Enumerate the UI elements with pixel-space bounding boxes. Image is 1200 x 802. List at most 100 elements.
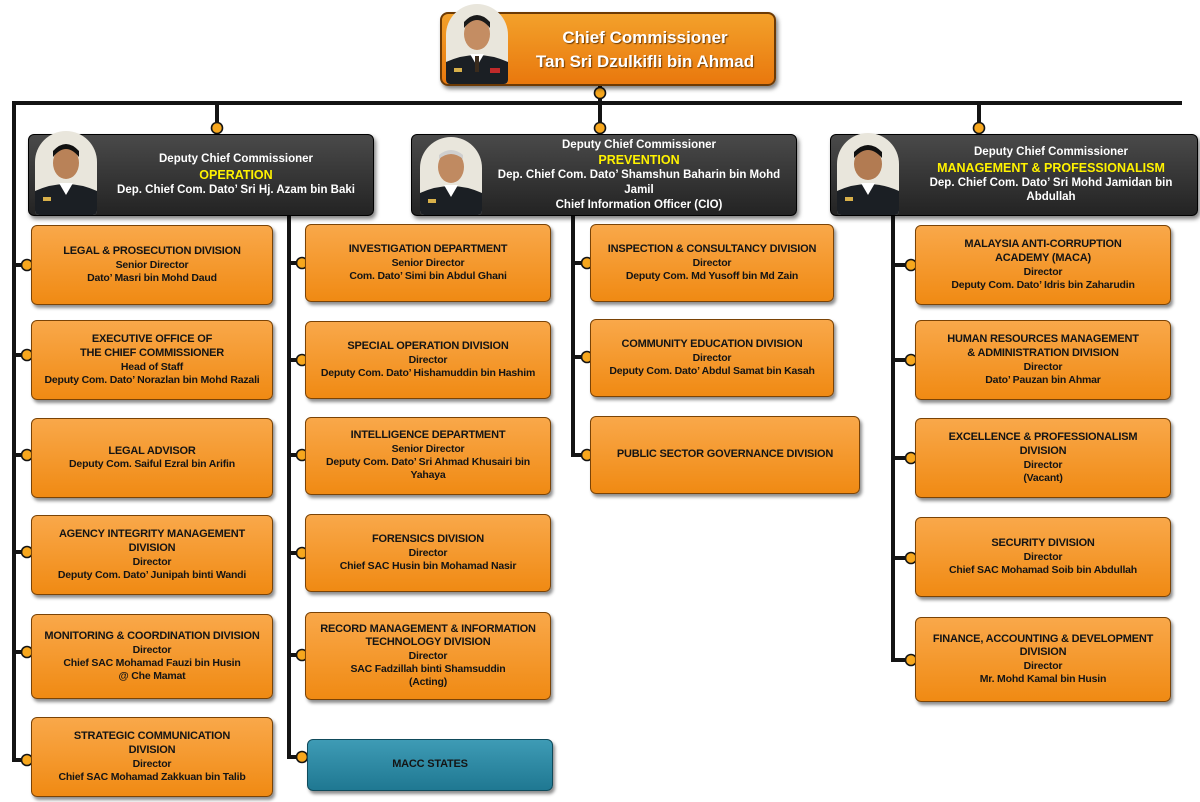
deputy-title: Deputy Chief Commissioner	[159, 153, 313, 166]
division-role: Director	[1023, 360, 1063, 373]
division-role: Director	[408, 353, 448, 366]
chief-name: Tan Sri Dzulkifli bin Ahmad	[535, 52, 755, 71]
division-head: Deputy Com. Dato’ Norazlan bin Mohd Raza…	[44, 373, 260, 386]
division-title: INVESTIGATION DEPARTMENT	[348, 243, 508, 255]
division-role: Director	[692, 256, 732, 269]
division-role: Senior Director	[391, 256, 465, 269]
deputy-title: Deputy Chief Commissioner	[562, 138, 716, 151]
deputy-dept: MANAGEMENT & PROFESSIONALISM	[937, 160, 1165, 175]
division-role: Director	[408, 546, 448, 559]
deputy-title: Deputy Chief Commissioner	[974, 145, 1128, 158]
division-head: Dato’ Masri bin Mohd Daud	[87, 271, 217, 284]
division-role: Director	[692, 351, 732, 364]
division-title: EXECUTIVE OFFICE OF THE CHIEF COMMISSION…	[79, 333, 225, 359]
division-head: Dato’ Pauzan bin Ahmar	[985, 373, 1101, 386]
division-title: FORENSICS DIVISION	[372, 533, 484, 545]
division-title: HUMAN RESOURCES MANAGEMENT & ADMINISTRAT…	[947, 333, 1139, 359]
officer-portrait-icon	[420, 137, 482, 215]
division-role: Senior Director	[115, 258, 189, 271]
division-head: Mr. Mohd Kamal bin Husin	[979, 673, 1107, 686]
division-title: MALAYSIA ANTI-CORRUPTION ACADEMY (MACA)	[964, 238, 1122, 264]
division-title: COMMUNITY EDUCATION DIVISION	[621, 338, 803, 350]
division-head: Deputy Com. Dato’ Junipah binti Wandi	[57, 568, 247, 581]
division-title: SPECIAL OPERATION DIVISION	[347, 340, 509, 352]
division-title: AGENCY INTEGRITY MANAGEMENT DIVISION	[58, 528, 246, 554]
deputy-dept: PREVENTION	[598, 153, 680, 168]
division-box-excellence-professionalism[interactable]: EXCELLENCE & PROFESSIONALISM DIVISION Di…	[915, 418, 1171, 498]
deputy-extra-role: Chief Information Officer (CIO)	[555, 198, 723, 211]
officer-portrait-icon	[35, 131, 97, 215]
division-role: Director	[132, 757, 172, 770]
deputy-box-operation[interactable]: Deputy Chief Commissioner OPERATION Dep.…	[28, 131, 374, 216]
division-title: FINANCE, ACCOUNTING & DEVELOPMENT DIVISI…	[932, 632, 1154, 659]
deputy-box-management[interactable]: Deputy Chief Commissioner MANAGEMENT & P…	[830, 133, 1198, 216]
division-box-macc-states[interactable]: MACC STATES	[307, 739, 553, 791]
division-head: Chief SAC Husin bin Mohamad Nasir	[339, 559, 517, 572]
deputy-dept: OPERATION	[199, 168, 273, 182]
division-box-finance-accounting[interactable]: FINANCE, ACCOUNTING & DEVELOPMENT DIVISI…	[915, 617, 1171, 702]
division-box-inspection-consultancy[interactable]: INSPECTION & CONSULTANCY DIVISION Direct…	[590, 224, 834, 302]
division-role: Director	[132, 555, 172, 568]
division-title: RECORD MANAGEMENT & INFORMATION TECHNOLO…	[320, 622, 536, 649]
division-title: EXCELLENCE & PROFESSIONALISM DIVISION	[948, 431, 1138, 457]
deputy-name: Dep. Chief Com. Dato’ Shamshun Baharin b…	[497, 169, 781, 196]
division-box-public-sector-governance[interactable]: PUBLIC SECTOR GOVERNANCE DIVISION	[590, 416, 860, 494]
division-box-human-resources[interactable]: HUMAN RESOURCES MANAGEMENT & ADMINISTRAT…	[915, 320, 1171, 400]
division-head: Chief SAC Mohamad Fauzi bin Husin @ Che …	[63, 656, 241, 682]
division-box-maca[interactable]: MALAYSIA ANTI-CORRUPTION ACADEMY (MACA) …	[915, 225, 1171, 305]
connector-dot	[210, 121, 224, 135]
chief-commissioner-box[interactable]: Chief Commissioner Tan Sri Dzulkifli bin…	[440, 4, 776, 86]
division-box-forensics[interactable]: FORENSICS DIVISION Director Chief SAC Hu…	[305, 514, 551, 592]
deputy-name: Dep. Chief Com. Dato’ Sri Mohd Jamidan b…	[929, 176, 1173, 204]
division-head: Deputy Com. Dato’ Idris bin Zaharudin	[951, 278, 1135, 291]
division-box-executive-office[interactable]: EXECUTIVE OFFICE OF THE CHIEF COMMISSION…	[31, 320, 273, 400]
division-box-special-operation[interactable]: SPECIAL OPERATION DIVISION Director Depu…	[305, 321, 551, 399]
deputy-box-prevention[interactable]: Deputy Chief Commissioner PREVENTION Dep…	[411, 134, 797, 216]
connector-dot	[295, 750, 309, 764]
connector-dot	[593, 121, 607, 135]
connector-dots	[20, 86, 986, 767]
division-head: Chief SAC Mohamad Soib bin Abdullah	[948, 563, 1138, 576]
division-box-community-education[interactable]: COMMUNITY EDUCATION DIVISION Director De…	[590, 319, 834, 397]
officer-portrait-icon	[837, 133, 899, 215]
division-box-security[interactable]: SECURITY DIVISION Director Chief SAC Moh…	[915, 517, 1171, 597]
division-head: Deputy Com. Dato’ Hishamuddin bin Hashim	[320, 366, 536, 379]
division-box-record-management-it[interactable]: RECORD MANAGEMENT & INFORMATION TECHNOLO…	[305, 612, 551, 700]
division-title: MACC STATES	[392, 758, 468, 771]
division-box-legal-prosecution[interactable]: LEGAL & PROSECUTION DIVISION Senior Dire…	[31, 225, 273, 305]
division-head: Deputy Com. Md Yusoff bin Md Zain	[625, 269, 799, 282]
division-role: Director	[1023, 660, 1063, 673]
division-role: Director	[1023, 265, 1063, 278]
connector-dot	[972, 121, 986, 135]
division-role: Director	[132, 643, 172, 656]
division-role: Head of Staff	[120, 360, 184, 373]
division-box-investigation[interactable]: INVESTIGATION DEPARTMENT Senior Director…	[305, 224, 551, 302]
division-box-strategic-communication[interactable]: STRATEGIC COMMUNICATION DIVISION Directo…	[31, 717, 273, 797]
division-title: PUBLIC SECTOR GOVERNANCE DIVISION	[616, 448, 834, 461]
division-role: Director	[1023, 550, 1063, 563]
division-title: INTELLIGENCE DEPARTMENT	[350, 429, 506, 442]
division-box-intelligence[interactable]: INTELLIGENCE DEPARTMENT Senior Director …	[305, 417, 551, 495]
division-title: LEGAL ADVISOR	[108, 444, 196, 457]
officer-portrait-icon	[446, 4, 508, 84]
division-title: MONITORING & COORDINATION DIVISION	[44, 629, 260, 642]
division-box-legal-advisor[interactable]: LEGAL ADVISOR Deputy Com. Saiful Ezral b…	[31, 418, 273, 498]
division-head: Deputy Com. Dato’ Abdul Samat bin Kasah	[609, 364, 815, 377]
connector-dot	[593, 86, 607, 100]
division-title: INSPECTION & CONSULTANCY DIVISION	[607, 243, 817, 255]
division-title: STRATEGIC COMMUNICATION DIVISION	[73, 730, 231, 756]
division-role: Director	[408, 650, 448, 663]
division-head: SAC Fadzillah binti Shamsuddin (Acting)	[350, 663, 506, 689]
division-box-monitoring-coordination[interactable]: MONITORING & COORDINATION DIVISION Direc…	[31, 614, 273, 699]
division-title: LEGAL & PROSECUTION DIVISION	[63, 245, 241, 257]
deputy-name: Dep. Chief Com. Dato’ Sri Hj. Azam bin B…	[117, 184, 355, 196]
chief-title: Chief Commissioner	[562, 28, 728, 47]
division-head: Deputy Com. Saiful Ezral bin Arifin	[69, 458, 235, 471]
division-role: Director	[1023, 458, 1063, 471]
division-role: Senior Director	[391, 443, 465, 456]
division-box-agency-integrity[interactable]: AGENCY INTEGRITY MANAGEMENT DIVISION Dir…	[31, 515, 273, 595]
division-head: (Vacant)	[1023, 471, 1063, 484]
division-head: Chief SAC Mohamad Zakkuan bin Talib	[58, 770, 246, 783]
division-title: SECURITY DIVISION	[991, 537, 1095, 549]
division-head: Deputy Com. Dato’ Sri Ahmad Khusairi bin…	[326, 456, 530, 482]
